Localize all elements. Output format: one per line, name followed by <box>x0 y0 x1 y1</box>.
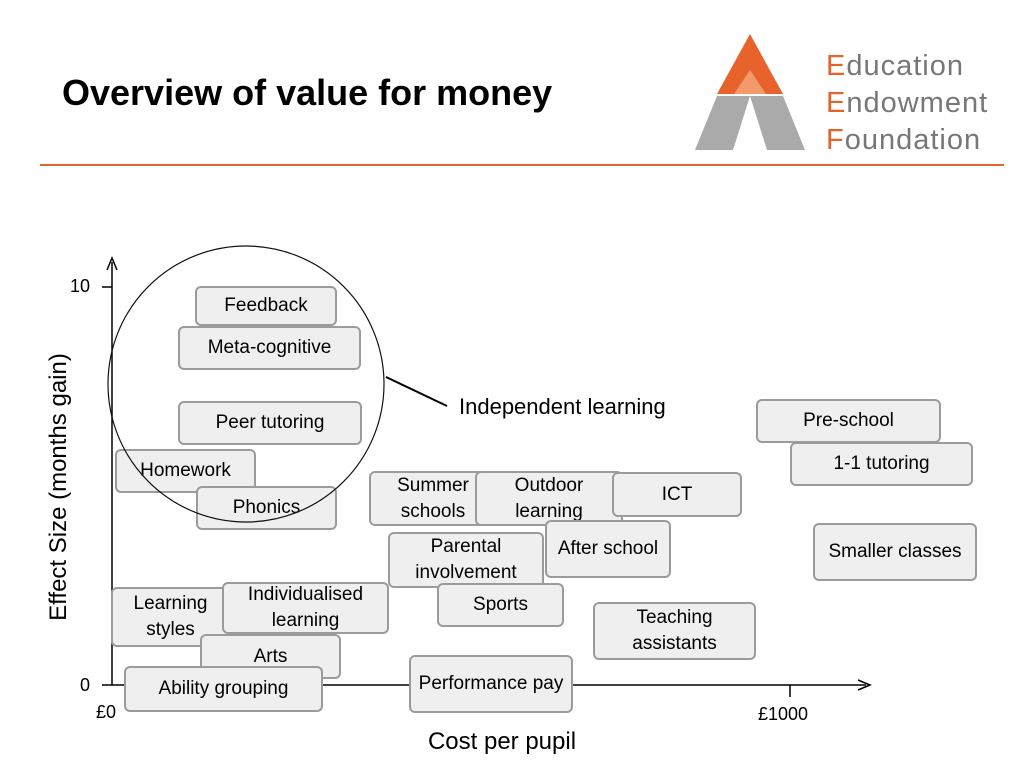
intervention-label: Peer tutoring <box>215 412 325 433</box>
intervention-label: Arts <box>253 645 288 667</box>
intervention-box-parental-involvement: Parental involvement <box>388 532 544 588</box>
page-title: Overview of value for money <box>62 72 553 113</box>
intervention-label: Phonics <box>232 497 301 518</box>
intervention-label: Summer schools <box>397 474 469 522</box>
intervention-label: Performance pay <box>418 673 564 694</box>
intervention-box-after-school: After school <box>545 520 671 578</box>
intervention-label: Individualised learning <box>247 584 364 631</box>
logo-line-1: Education <box>826 50 964 82</box>
intervention-label: Homework <box>140 460 231 481</box>
intervention-box-smaller-classes: Smaller classes <box>813 523 977 581</box>
callout-line <box>385 376 448 407</box>
intervention-label: Parental involvement <box>415 536 517 583</box>
callout-independent-learning: Independent learning <box>459 394 666 419</box>
intervention-box-ability-grouping: Ability grouping <box>124 666 323 712</box>
intervention-box-feedback: Feedback <box>195 286 337 326</box>
efm-logo-icon <box>695 34 805 150</box>
intervention-box-pre-school: Pre-school <box>756 399 941 443</box>
intervention-label: Outdoor learning <box>514 474 584 522</box>
intervention-box-teaching-assistants: Teaching assistants <box>593 602 756 660</box>
intervention-box-individualised-learning: Individualised learning <box>222 582 389 634</box>
intervention-box-sports: Sports <box>437 583 564 627</box>
intervention-box-meta-cognitive: Meta-cognitive <box>178 326 361 370</box>
y-tick-label-10: 10 <box>70 276 91 296</box>
y-tick-label-0: 0 <box>80 675 91 695</box>
header-divider <box>40 164 1004 166</box>
x-axis-arrow <box>857 679 872 691</box>
intervention-label: Ability grouping <box>158 678 289 699</box>
intervention-box-peer-tutoring: Peer tutoring <box>178 401 362 445</box>
x-tick-label-1000: £1000 <box>758 704 809 724</box>
logo-line-3: Foundation <box>826 124 982 156</box>
y-axis-label: Effect Size (months gain) <box>45 353 72 621</box>
intervention-label: Pre-school <box>803 410 894 431</box>
x-axis-label: Cost per pupil <box>427 728 577 755</box>
x-tick-label-0: £0 <box>96 702 117 722</box>
intervention-label: Learning styles <box>133 593 208 640</box>
intervention-label: Teaching assistants <box>632 607 717 654</box>
logo-wordmark: Education Endowment Foundation <box>826 48 988 159</box>
intervention-label: ICT <box>661 483 693 505</box>
intervention-box-phonics: Phonics <box>196 486 337 530</box>
logo-line-2: Endowment <box>826 87 989 119</box>
intervention-label: After school <box>557 538 659 559</box>
intervention-label: Smaller classes <box>828 541 962 562</box>
intervention-label: Feedback <box>224 295 308 316</box>
intervention-box-1-1-tutoring: 1-1 tutoring <box>790 442 973 486</box>
intervention-label: Meta-cognitive <box>207 337 332 358</box>
intervention-label: Sports <box>473 594 528 615</box>
intervention-label: 1-1 tutoring <box>833 453 930 474</box>
intervention-box-performance-pay: Performance pay <box>409 655 573 713</box>
intervention-box-ict: ICT <box>612 472 742 517</box>
intervention-box-outdoor-learning: Outdoor learning <box>475 471 623 526</box>
